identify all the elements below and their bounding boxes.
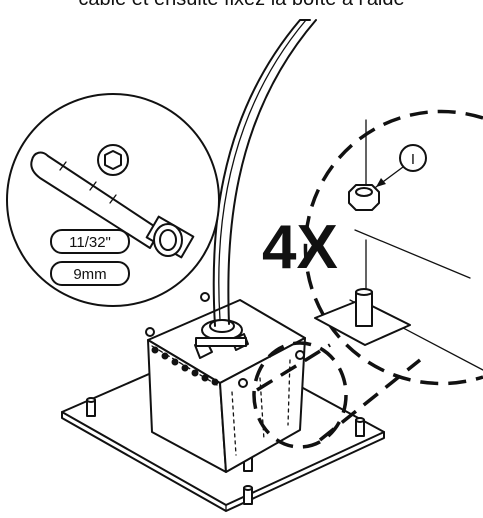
wrench-size-imperial: 11/32" <box>69 234 111 251</box>
instruction-caption: câble et ensuite fixez la boîte à l'aide <box>0 0 483 11</box>
cable-gland-icon <box>194 319 249 359</box>
wrench-callout: 11/32" 9mm <box>6 93 220 307</box>
wrench-size-metric: 9mm <box>73 266 106 283</box>
hex-socket-icon <box>97 144 129 176</box>
stud-detail-callout: I 4X <box>262 109 483 386</box>
junction-box-icon <box>145 292 306 473</box>
part-marker: I <box>411 151 415 168</box>
quantity-multiplier: 4X <box>262 213 338 282</box>
hex-nut-icon <box>348 184 380 211</box>
nut-driver-icon <box>30 151 195 259</box>
box-bead-trim <box>151 346 219 386</box>
cable-icon <box>212 19 317 327</box>
target-circle <box>252 341 422 449</box>
